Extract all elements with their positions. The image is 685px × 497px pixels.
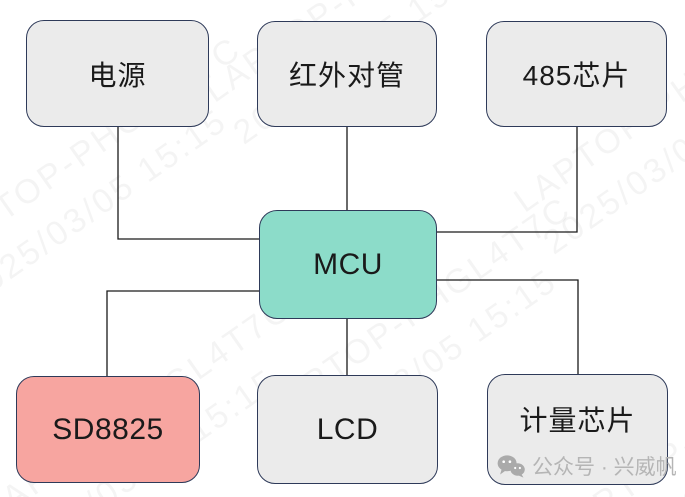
node-485chip-label: 485芯片 — [522, 60, 631, 91]
node-metering: 计量芯片 — [487, 374, 668, 485]
node-power: 电源 — [26, 20, 209, 127]
node-infrared-label: 红外对管 — [288, 60, 405, 91]
node-lcd-label: LCD — [316, 412, 379, 446]
edge-485chip-mcu — [437, 127, 578, 233]
node-power-label: 电源 — [88, 59, 147, 91]
wechat-account-label: 公众号 · 兴威帆 — [532, 456, 677, 479]
node-metering-label: 计量芯片 — [519, 404, 636, 436]
edge-power-mcu — [117, 127, 259, 240]
edge-mcu-sd8825 — [106, 290, 259, 376]
wechat-account-watermark: 公众号 · 兴威帆 — [497, 451, 677, 481]
wechat-icon — [497, 454, 525, 478]
node-mcu-label: MCU — [313, 247, 383, 281]
node-mcu: MCU — [259, 210, 437, 319]
node-sd8825: SD8825 — [16, 376, 200, 483]
node-485chip: 485芯片 — [486, 21, 667, 127]
node-sd8825-label: SD8825 — [52, 412, 164, 446]
edge-mcu-metering — [437, 279, 579, 374]
node-infrared: 红外对管 — [257, 21, 437, 127]
node-lcd: LCD — [257, 375, 438, 484]
